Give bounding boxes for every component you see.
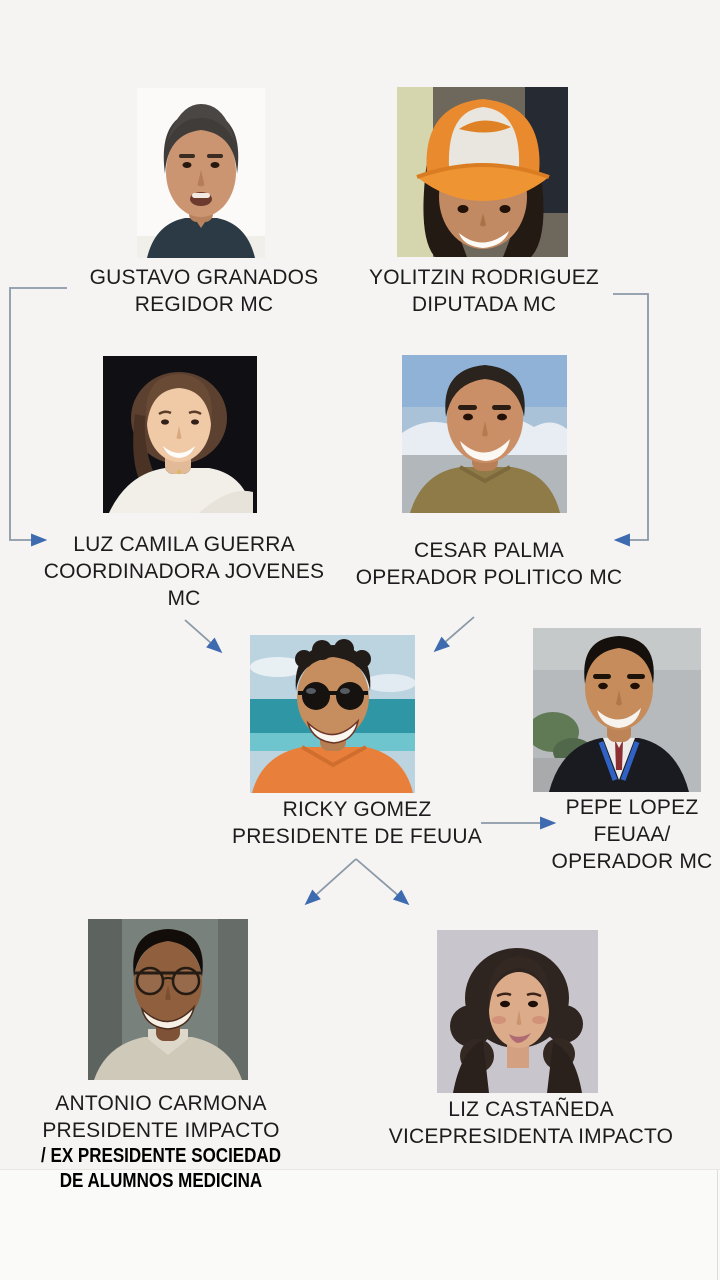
label-gustavo-granados: GUSTAVO GRANADOS REGIDOR MC [44, 264, 364, 318]
person-name: YOLITZIN RODRIGUEZ [369, 266, 599, 289]
connector-luz-to-ricky [184, 619, 223, 654]
person-role-cont: MC [167, 587, 201, 610]
person-role-cont: OPERADOR MC [551, 850, 713, 873]
photo-yolitzin-rodriguez [397, 87, 568, 257]
connector-gustavo-to-luz [9, 287, 67, 547]
label-luz-camila-guerra: LUZ CAMILA GUERRA COORDINADORA JOVENES M… [24, 531, 344, 612]
label-yolitzin-rodriguez: YOLITZIN RODRIGUEZ DIPUTADA MC [324, 264, 644, 318]
photo-gustavo-granados [137, 88, 265, 258]
person-name: RICKY GOMEZ [282, 798, 432, 821]
label-antonio-carmona: ANTONIO CARMONA PRESIDENTE IMPACTO / EX … [11, 1090, 311, 1194]
photo-liz-castaneda [437, 930, 598, 1093]
footer-band [0, 1169, 720, 1280]
photo-pepe-lopez [533, 628, 701, 792]
label-ricky-gomez: RICKY GOMEZ PRESIDENTE DE FEUUA [197, 796, 517, 850]
person-role: FEUAA/ [593, 823, 671, 846]
connector-yolitzin-to-cesar [613, 293, 649, 547]
label-liz-castaneda: LIZ CASTAÑEDA VICEPRESIDENTA IMPACTO [381, 1096, 681, 1150]
label-cesar-palma: CESAR PALMA OPERADOR POLITICO MC [334, 537, 644, 591]
label-pepe-lopez: PEPE LOPEZ FEUAA/ OPERADOR MC [532, 794, 720, 875]
photo-ricky-gomez [250, 635, 415, 793]
person-role: OPERADOR POLITICO MC [355, 566, 623, 589]
person-name: CESAR PALMA [413, 539, 565, 562]
person-role: REGIDOR MC [134, 293, 274, 316]
connector-ricky-to-liz [355, 858, 410, 906]
person-name: GUSTAVO GRANADOS [89, 266, 319, 289]
connector-cesar-to-ricky [433, 616, 475, 653]
photo-luz-camila-guerra [103, 356, 257, 513]
person-role: VICEPRESIDENTA IMPACTO [388, 1125, 674, 1148]
connector-ricky-to-antonio [304, 858, 357, 906]
person-name: ANTONIO CARMONA [55, 1092, 267, 1115]
person-name: LIZ CASTAÑEDA [448, 1098, 614, 1121]
person-former-role: / EX PRESIDENTE SOCIEDAD [41, 1145, 281, 1167]
photo-antonio-carmona [88, 919, 248, 1080]
person-role: COORDINADORA JOVENES [43, 560, 325, 583]
person-role: PRESIDENTE IMPACTO [42, 1119, 280, 1142]
photo-cesar-palma [402, 355, 567, 513]
person-role: PRESIDENTE DE FEUUA [231, 825, 482, 848]
person-name: PEPE LOPEZ [565, 796, 699, 819]
person-name: LUZ CAMILA GUERRA [73, 533, 295, 556]
person-role: DIPUTADA MC [411, 293, 557, 316]
person-former-role-cont: DE ALUMNOS MEDICINA [59, 1170, 263, 1192]
